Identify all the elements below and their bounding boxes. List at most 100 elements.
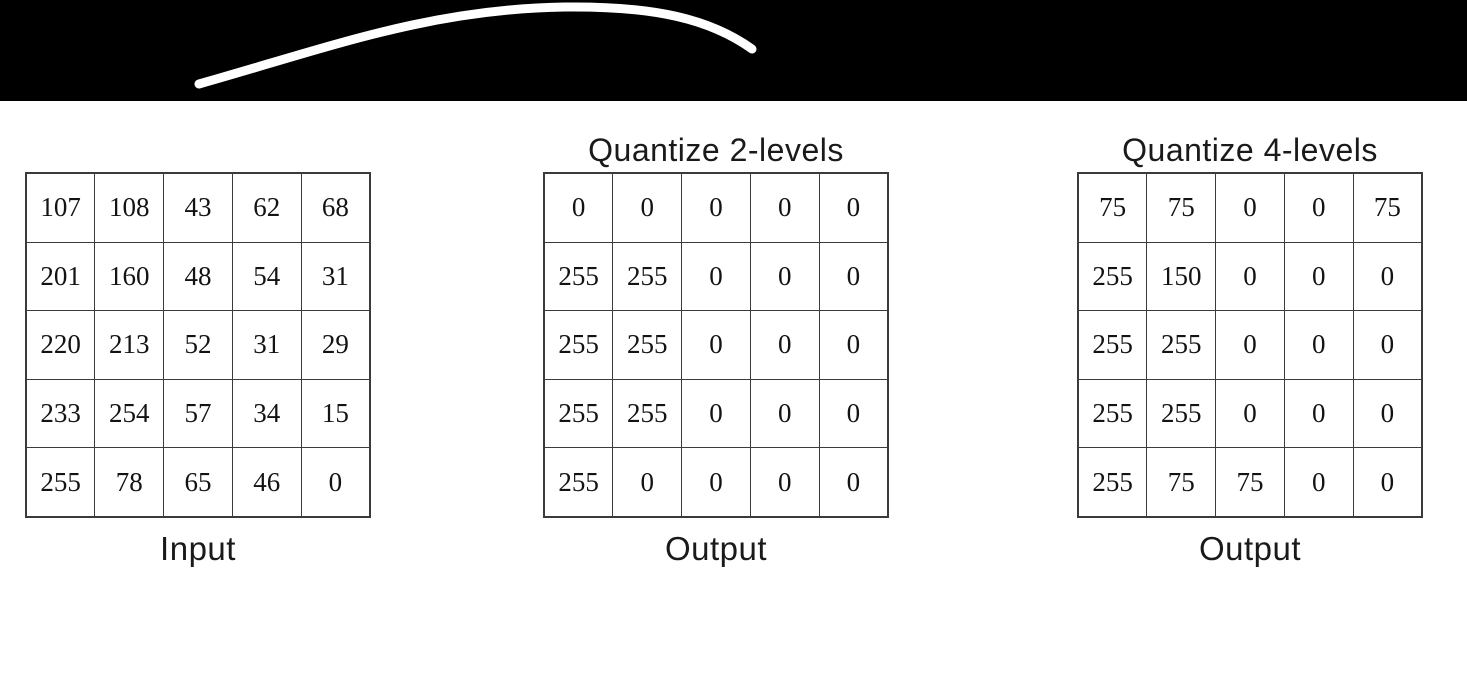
grid-cell: 255: [612, 310, 683, 380]
grid-cell: 255: [1077, 378, 1148, 449]
quantize-2-levels-title: Quantize 2-levels: [588, 132, 844, 168]
grid-cell: 0: [818, 378, 889, 449]
grid-cell: 0: [543, 172, 614, 243]
grid-cell: 0: [749, 378, 820, 449]
quantize-4-levels-caption: Output: [1198, 530, 1302, 567]
grid-cell: 0: [1352, 310, 1423, 380]
grid-cell: 108: [94, 172, 165, 243]
grid-cell: 0: [818, 310, 889, 380]
grid-cell: 52: [163, 310, 233, 380]
grid-cell: 213: [94, 310, 165, 380]
grid-cell: 48: [163, 241, 233, 312]
grid-cell: 233: [25, 378, 96, 449]
grid-cell: 0: [749, 447, 820, 518]
grid-cell: 78: [94, 447, 165, 518]
grid-cell: 0: [681, 378, 751, 449]
grid-cell: 75: [1077, 172, 1148, 243]
grid-cell: 255: [1077, 447, 1148, 518]
grid-cell: 0: [1283, 241, 1354, 312]
grid-cell: 31: [300, 241, 371, 312]
grid-cell: 150: [1146, 241, 1217, 312]
grid-cell: 65: [163, 447, 233, 518]
grid-cell: 75: [1146, 172, 1217, 243]
grid-cell: 0: [1283, 378, 1354, 449]
grid-cell: 107: [25, 172, 96, 243]
grid-cell: 0: [1215, 378, 1285, 449]
grid-cell: 255: [1077, 310, 1148, 380]
grid-cell: 75: [1352, 172, 1423, 243]
grid-cell: 255: [543, 378, 614, 449]
grid-cell: 0: [681, 447, 751, 518]
grid-cell: 0: [1215, 241, 1285, 312]
grid-cell: 0: [1352, 378, 1423, 449]
grid-cell: 0: [818, 447, 889, 518]
grid-cell: 54: [231, 241, 302, 312]
grid-cell: 0: [1283, 310, 1354, 380]
grid-cell: 0: [1283, 447, 1354, 518]
grid-cell: 201: [25, 241, 96, 312]
grid-cell: 0: [681, 172, 751, 243]
grid-cell: 34: [231, 378, 302, 449]
grid-cell: 15: [300, 378, 371, 449]
grid-cell: 0: [749, 310, 820, 380]
grid-cell: 255: [1146, 378, 1217, 449]
grid-cell: 255: [543, 241, 614, 312]
grid-cell: 255: [612, 378, 683, 449]
grid-cell: 75: [1146, 447, 1217, 518]
grid-cell: 0: [1283, 172, 1354, 243]
grid-cell: 255: [543, 447, 614, 518]
grid-cell: 68: [300, 172, 371, 243]
grid-cell: 0: [1352, 447, 1423, 518]
grid-cell: 0: [1215, 310, 1285, 380]
grid-cell: 160: [94, 241, 165, 312]
grid-cell: 254: [94, 378, 165, 449]
grid-cell: 255: [1146, 310, 1217, 380]
grid-cell: 220: [25, 310, 96, 380]
grid-cell: 0: [1215, 172, 1285, 243]
grid-cell: 0: [681, 310, 751, 380]
top-black-banner: [0, 0, 1467, 101]
grid-cell: 75: [1215, 447, 1285, 518]
grid-cell: 0: [818, 241, 889, 312]
grid-cell: 62: [231, 172, 302, 243]
grid-cell: 29: [300, 310, 371, 380]
hand-drawn-curve-graphic: [194, 2, 757, 89]
grid-cell: 31: [231, 310, 302, 380]
grid-cell: 46: [231, 447, 302, 518]
input-panel-title: [25, 112, 371, 172]
input-caption: Input: [160, 530, 236, 567]
grid-cell: 0: [749, 172, 820, 243]
quantize-2-levels-caption: Output: [664, 530, 768, 567]
grid-cell: 0: [300, 447, 371, 518]
grid-cell: 0: [681, 241, 751, 312]
grid-cell: 0: [612, 172, 683, 243]
grid-cell: 43: [163, 172, 233, 243]
grid-cell: 0: [818, 172, 889, 243]
grid-cell: 0: [1352, 241, 1423, 312]
quantize-4-levels-title: Quantize 4-levels: [1122, 132, 1378, 168]
grid-cell: 255: [25, 447, 96, 518]
grid-cell: 57: [163, 378, 233, 449]
grid-cell: 0: [749, 241, 820, 312]
grid-cell: 255: [1077, 241, 1148, 312]
grid-cell: 255: [612, 241, 683, 312]
